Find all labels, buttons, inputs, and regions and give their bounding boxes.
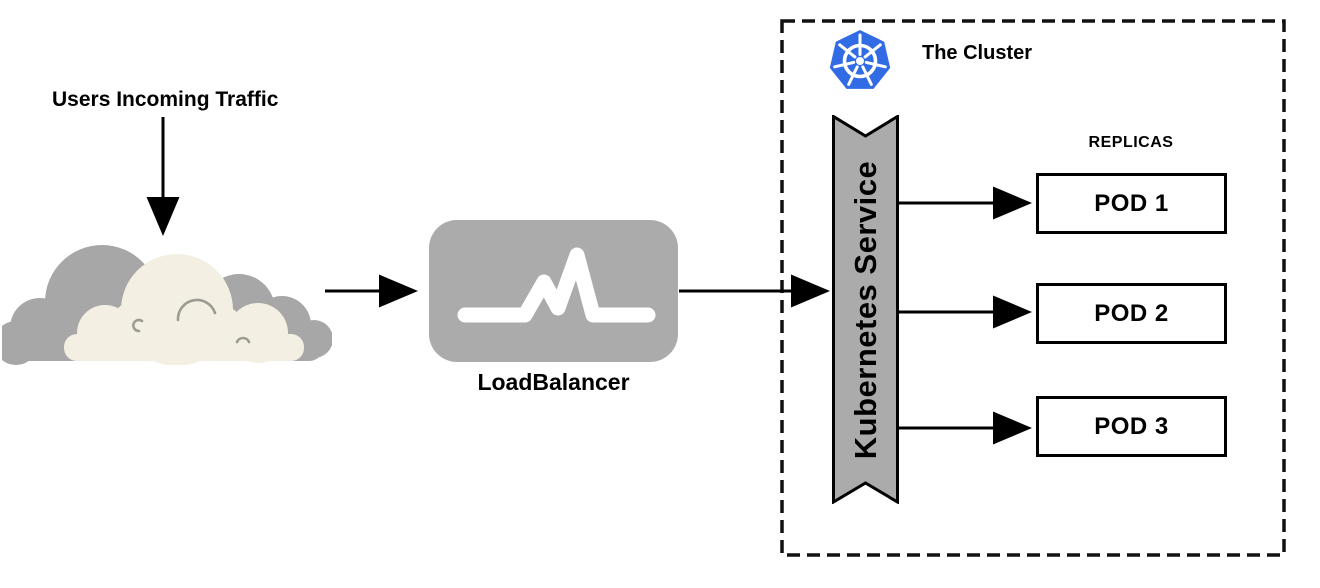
pod-3-node: POD 3 (1036, 396, 1227, 457)
pod-3-label: POD 3 (1094, 412, 1169, 440)
pod-2-label: POD 2 (1094, 299, 1169, 327)
loadbalancer-label: LoadBalancer (477, 369, 630, 395)
kubernetes-service-label: Kubernetes Service (847, 160, 883, 459)
pod-2-node: POD 2 (1036, 283, 1227, 344)
kubernetes-service-node: Kubernetes Service (832, 115, 899, 504)
cluster-title: The Cluster (922, 42, 1033, 64)
kubernetes-logo-icon (829, 30, 891, 89)
replicas-heading: REPLICAS (1088, 134, 1174, 151)
pulse-icon (457, 247, 656, 323)
users-traffic-label: Users Incoming Traffic (52, 88, 279, 111)
pod-1-node: POD 1 (1036, 173, 1227, 234)
pod-1-label: POD 1 (1094, 189, 1169, 217)
kubernetes-service-ribbon (832, 115, 899, 504)
loadbalancer-node (429, 220, 678, 362)
cloud-icon (2, 245, 332, 365)
